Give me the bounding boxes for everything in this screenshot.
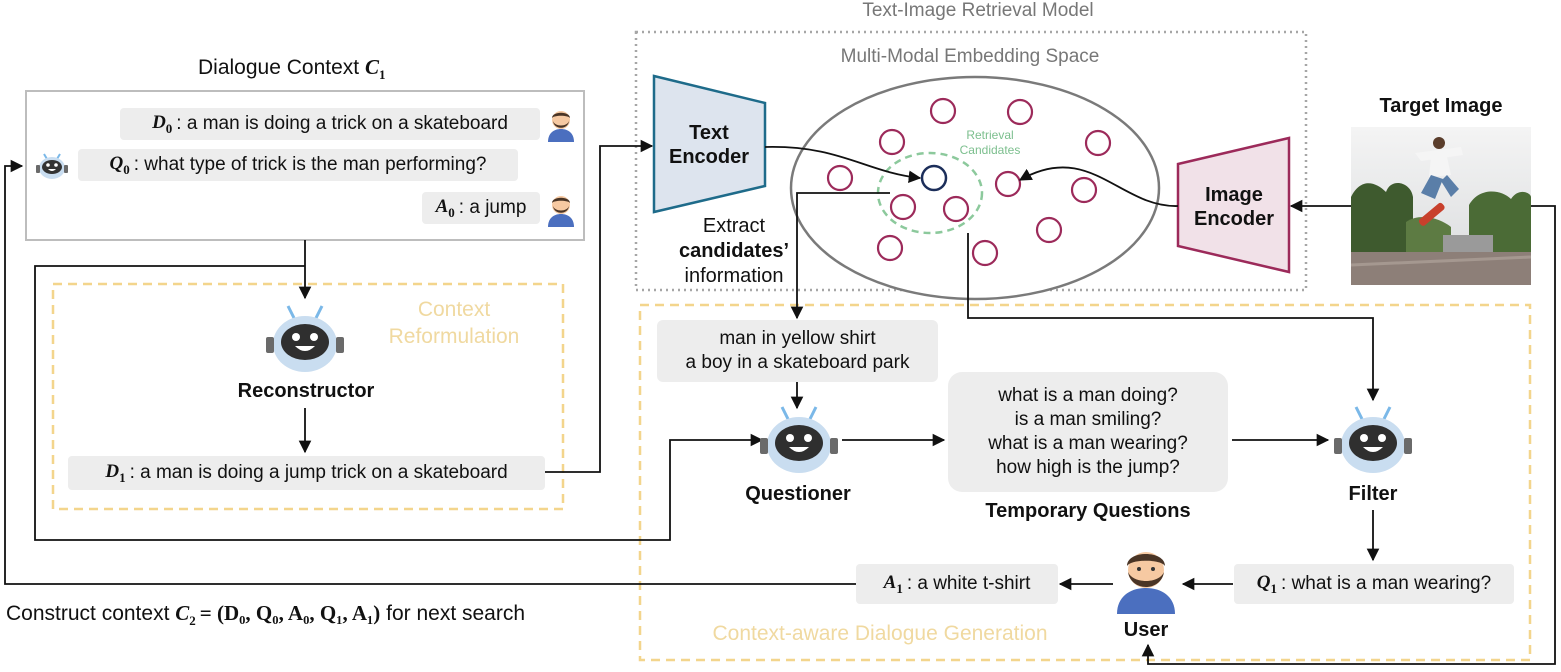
retrieval-model-title: Text-Image Retrieval Model — [862, 0, 1094, 21]
embedding-circles — [826, 97, 1112, 267]
candidate-info-bubble: man in yellow shirt a boy in a skateboar… — [657, 320, 938, 382]
temporary-question: what is a man wearing? — [988, 433, 1188, 454]
user-person-icon — [1113, 546, 1179, 619]
dialogue-context-title: Dialogue Context C1 — [198, 55, 386, 83]
extract-candidates-label: Extract candidates’ information — [678, 215, 790, 287]
dialogue-a0-bubble: A0 : a jump — [422, 192, 540, 224]
reconstructor-label: Reconstructor — [237, 380, 375, 402]
temporary-questions-bubble: what is a man doing? is a man smiling? w… — [948, 372, 1228, 492]
filter-robot-icon — [1332, 405, 1414, 482]
temporary-questions-label: Temporary Questions — [985, 500, 1191, 522]
image-encoder-shape — [1176, 136, 1291, 274]
user-label: User — [1123, 619, 1169, 641]
answer-a1-bubble: A1: a white t-shirt — [856, 564, 1058, 604]
dialogue-generation-title: Context-aware Dialogue Generation — [712, 622, 1048, 645]
text-encoder-shape — [652, 74, 767, 214]
target-image-photo — [1350, 127, 1532, 285]
question-q1-bubble: Q1: what is a man wearing? — [1234, 564, 1514, 604]
dialogue-d0-bubble: D0: a man is doing a trick on a skateboa… — [120, 108, 540, 140]
questioner-label: Questioner — [745, 483, 851, 505]
robot-avatar-icon — [34, 148, 70, 189]
construct-context-label: Construct context C2= (D₀, Q₀, A₀, Q₁, A… — [6, 601, 526, 629]
dialogue-q0-bubble: Q0: what type of trick is the man perfor… — [78, 149, 518, 181]
retrieval-model-box — [634, 30, 1308, 292]
filter-label: Filter — [1348, 483, 1398, 505]
candidate-info-line: a boy in a skateboard park — [685, 352, 910, 373]
reformulated-d1-bubble: D1: a man is doing a jump trick on a ska… — [68, 456, 545, 490]
temporary-question: what is a man doing? — [998, 385, 1178, 406]
questioner-robot-icon — [758, 405, 840, 482]
target-image-label: Target Image — [1379, 95, 1503, 117]
context-reformulation-title: Context Reformulation — [388, 298, 520, 348]
dialogue-generation-box — [638, 303, 1532, 662]
temporary-question: how high is the jump? — [996, 457, 1180, 478]
reconstructor-robot-icon — [264, 304, 346, 381]
user-avatar-icon — [546, 193, 576, 232]
embedding-space-title: Multi-Modal Embedding Space — [840, 46, 1100, 67]
temporary-question: is a man smiling? — [1014, 409, 1162, 430]
image-encoder-label: Image Encoder — [1193, 184, 1275, 230]
candidate-info-line: man in yellow shirt — [719, 328, 876, 349]
query-embedding-circle — [920, 164, 948, 192]
user-avatar-icon — [546, 108, 576, 147]
retrieval-candidates-label: Retrieval Candidates — [959, 128, 1021, 157]
context-reformulation-box — [51, 282, 565, 511]
text-encoder-label: Text Encoder — [668, 122, 750, 168]
